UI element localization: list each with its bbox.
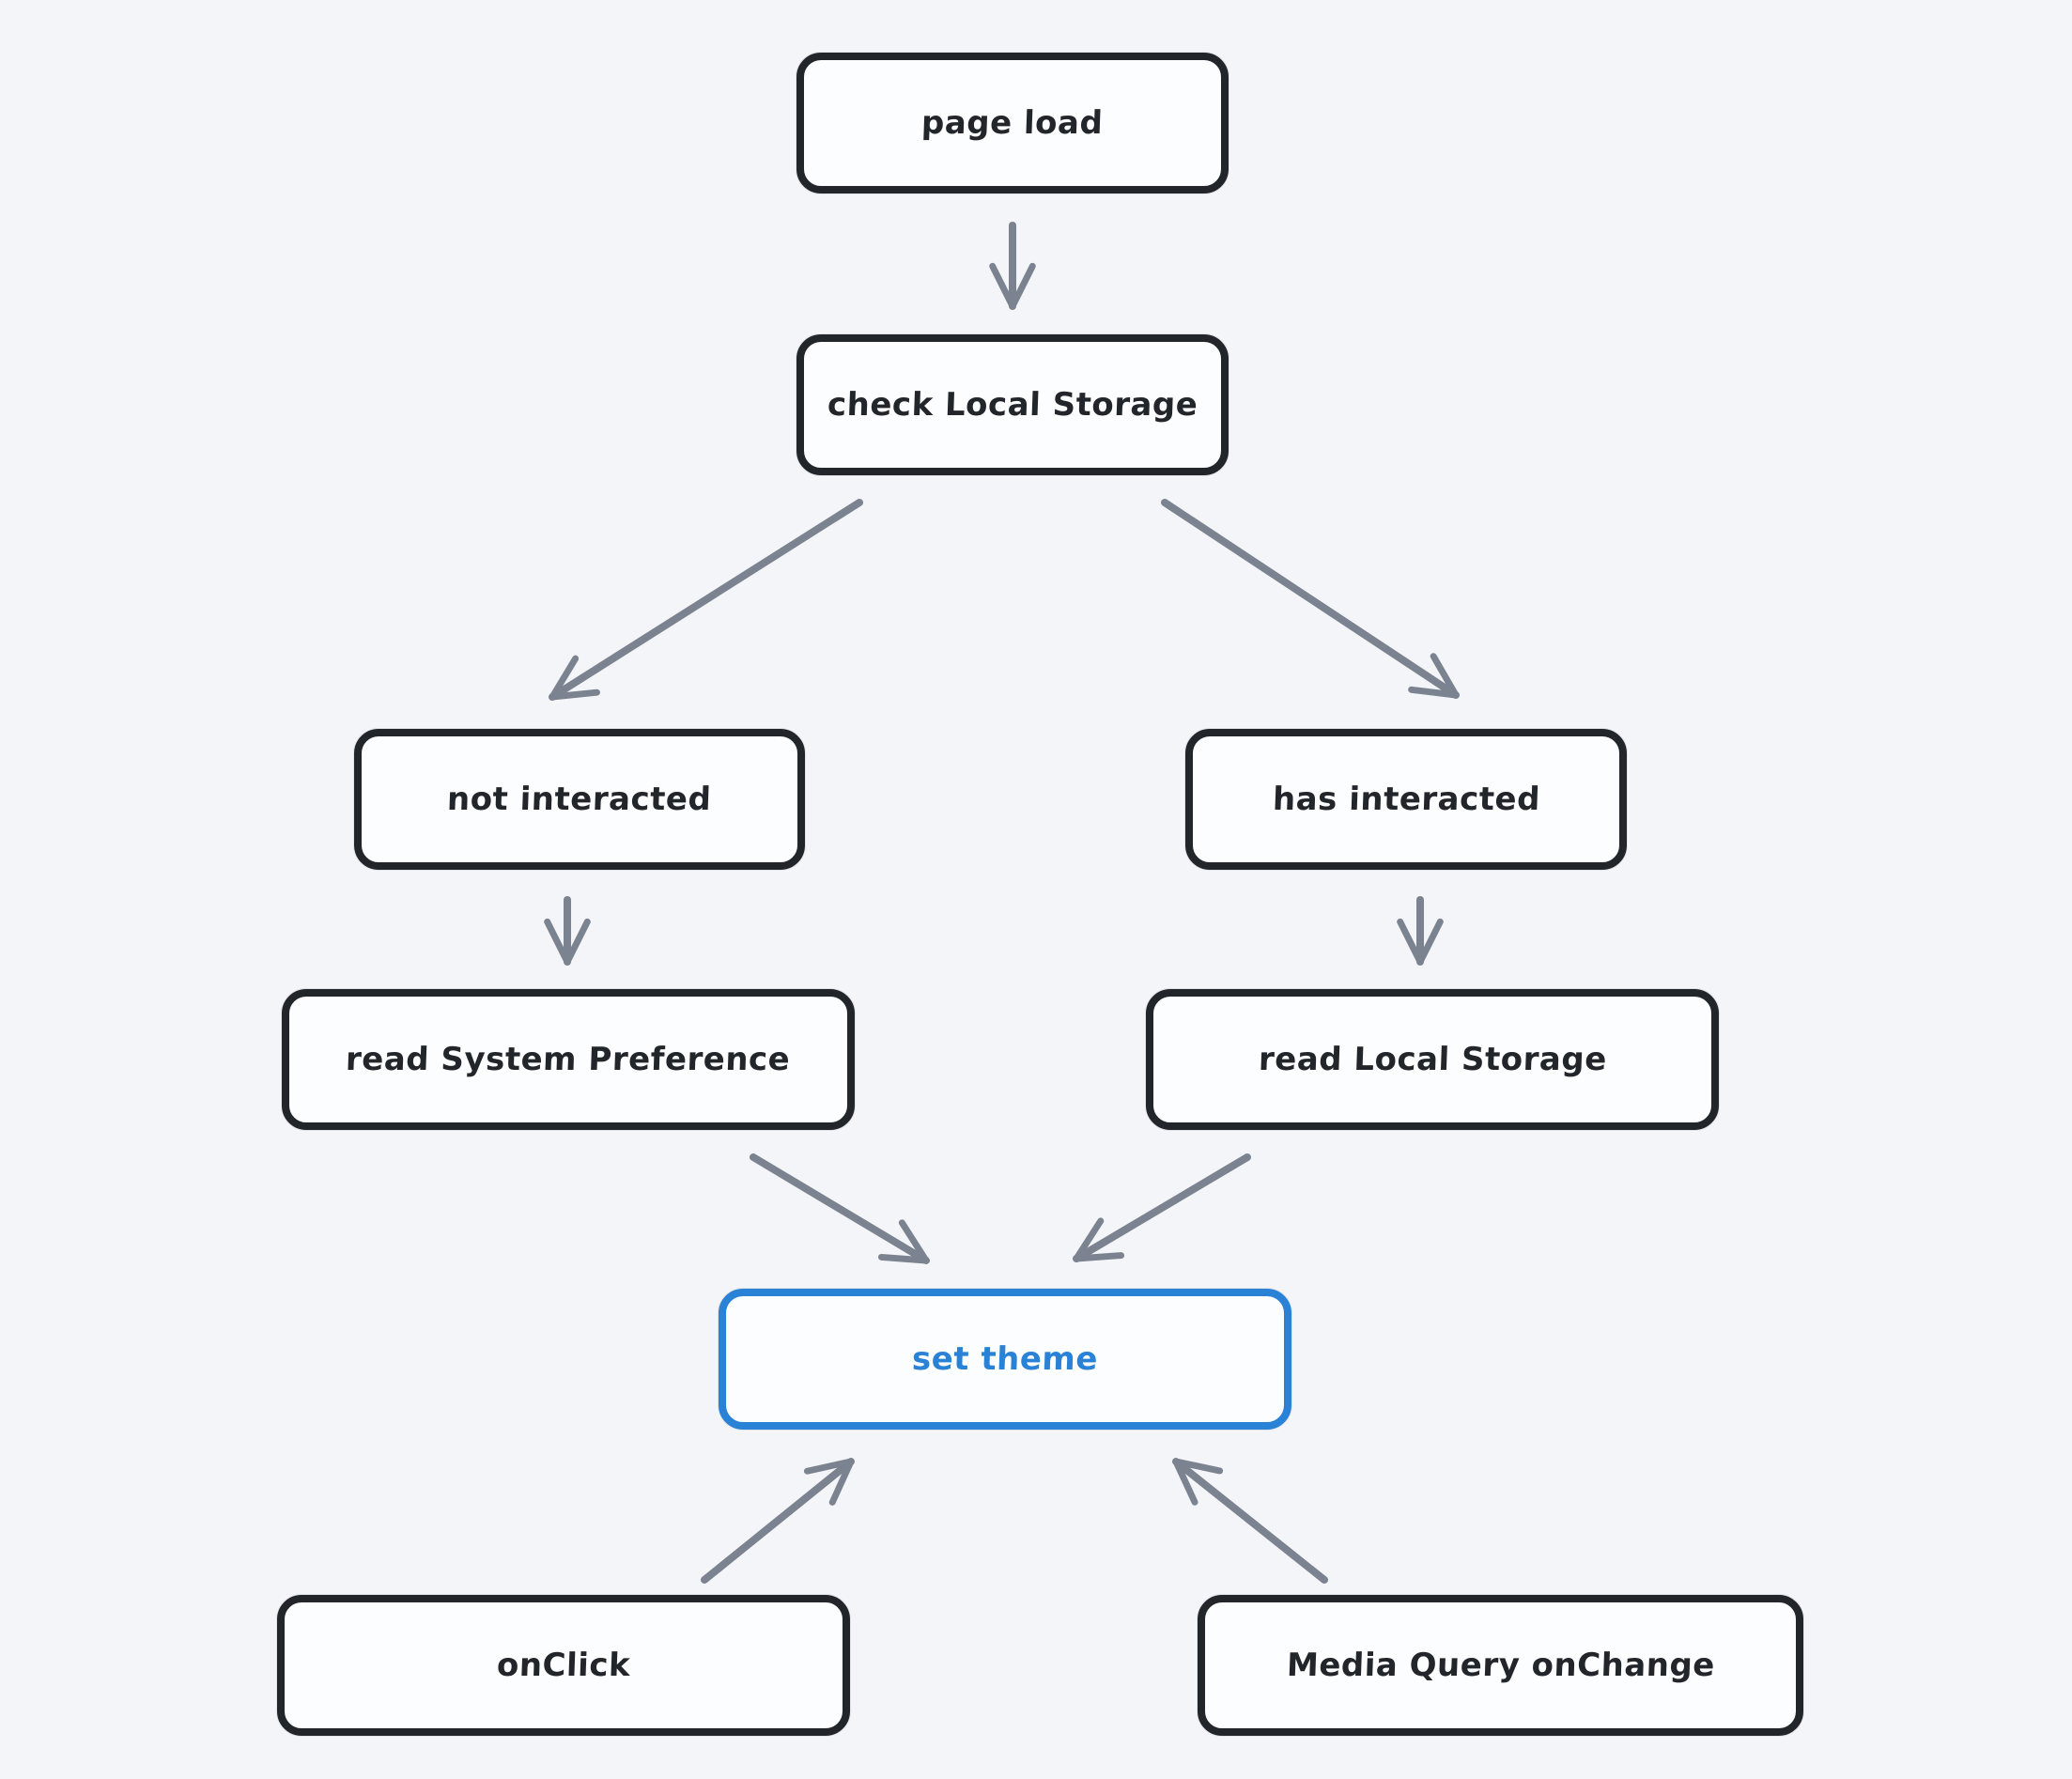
edge-check-local-storage-to-has-interacted: [1161, 499, 1460, 699]
node-page-load: page load: [796, 53, 1229, 193]
node-set-theme-label: set theme: [911, 1340, 1099, 1378]
edge-onclick-to-set-theme: [701, 1458, 855, 1584]
node-read-system-preference-label: read System Preference: [345, 1041, 792, 1078]
node-read-local-storage-label: read Local Storage: [1257, 1041, 1608, 1078]
edge-check-local-storage-to-not-interacted: [549, 499, 863, 701]
node-has-interacted: has interacted: [1185, 729, 1627, 870]
edge-media-query-onchange-to-set-theme: [1172, 1458, 1328, 1584]
node-read-system-preference: read System Preference: [282, 989, 855, 1130]
node-read-local-storage: read Local Storage: [1146, 989, 1719, 1130]
node-check-local-storage: check Local Storage: [796, 334, 1229, 475]
edge-read-system-preference-to-set-theme: [750, 1153, 930, 1264]
node-set-theme: set theme: [719, 1289, 1291, 1430]
node-has-interacted-label: has interacted: [1271, 781, 1541, 818]
node-media-query-onchange-label: Media Query onChange: [1285, 1647, 1716, 1684]
node-onclick: onClick: [277, 1595, 850, 1736]
edge-read-local-storage-to-set-theme: [1073, 1153, 1251, 1262]
node-check-local-storage-label: check Local Storage: [827, 386, 1198, 424]
node-not-interacted: not interacted: [354, 729, 805, 870]
node-page-load-label: page load: [920, 104, 1105, 142]
node-not-interacted-label: not interacted: [446, 781, 713, 818]
node-onclick-label: onClick: [496, 1647, 631, 1684]
node-media-query-onchange: Media Query onChange: [1198, 1595, 1803, 1736]
